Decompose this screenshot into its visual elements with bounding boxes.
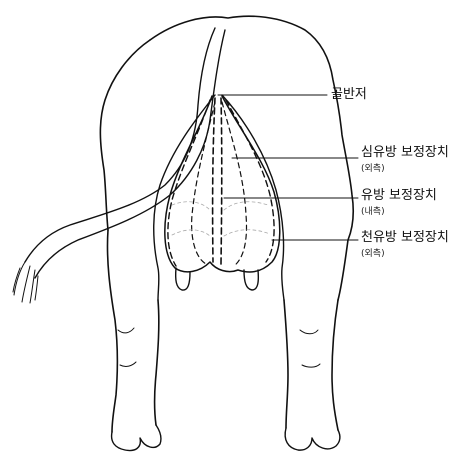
cow-tail-inner — [35, 30, 225, 278]
cow-left-leg-outer — [107, 230, 117, 432]
label-udder-support: 유방 보정장치 — [361, 189, 437, 202]
label-udder-support-sub: (내측) — [361, 208, 385, 217]
cow-right-hock — [300, 330, 320, 367]
cow-left-inner-thigh — [154, 95, 215, 300]
cow-left-leg-inner — [155, 300, 159, 425]
cow-right-leg-inner — [284, 300, 288, 428]
label-pelvic-floor: 골반저 — [331, 88, 367, 101]
cow-left-hoof — [112, 425, 161, 451]
label-deep-udder-support: 심유방 보정장치 — [361, 146, 449, 159]
suspensory-ligament-median — [213, 98, 222, 264]
cow-tail-switch — [13, 262, 38, 303]
cow-left-flank — [100, 40, 150, 230]
label-deep-udder-support-sub: (외측) — [361, 165, 385, 174]
label-shallow-udder-support: 천유방 보정장치 — [361, 231, 449, 244]
label-shallow-udder-support-sub: (외측) — [361, 250, 385, 259]
suspensory-ligament-lateral — [226, 100, 274, 262]
cow-right-leg-outer — [332, 300, 338, 430]
cow-right-hoof — [285, 428, 340, 450]
cow-tail — [25, 28, 215, 262]
cow-left-hock — [118, 328, 136, 366]
teat-right — [244, 270, 258, 290]
